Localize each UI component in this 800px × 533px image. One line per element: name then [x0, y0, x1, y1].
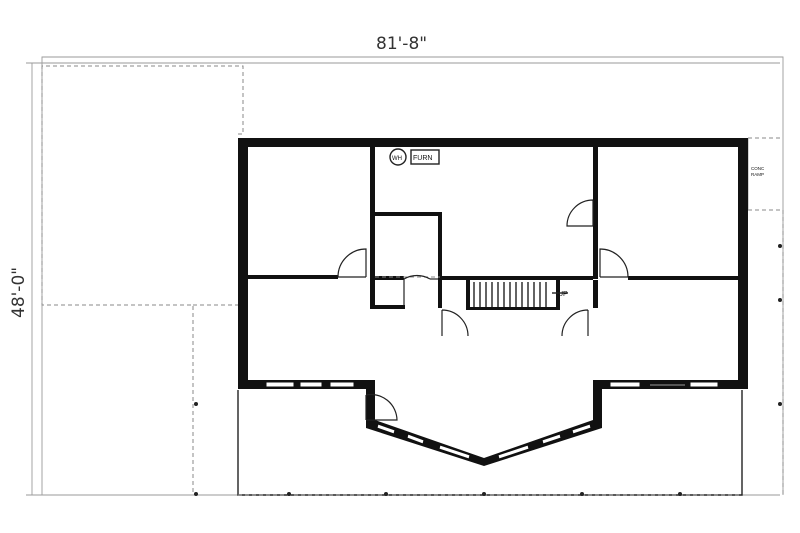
water-heater-icon: [389, 148, 407, 166]
doors: [337, 199, 629, 421]
porch-outline: [237, 390, 743, 496]
overall-depth-label: 48'-0": [9, 267, 29, 318]
staircase: [473, 282, 568, 307]
interior-walls: [248, 147, 738, 310]
mechanical: [389, 148, 440, 166]
overall-width-label: 81'-8": [376, 34, 427, 54]
ramp-outline: [747, 137, 784, 495]
front-windows: [265, 381, 719, 460]
conc-label: CONC: [751, 166, 765, 171]
stair-up-label: UP: [558, 291, 568, 298]
porch-posts: [194, 244, 782, 496]
water-heater-label: WH: [392, 156, 402, 162]
furnace-label: FURN: [413, 155, 432, 162]
exterior-walls: [238, 138, 748, 466]
garage-outline: [41, 65, 244, 495]
conc-label-2: RAMP: [751, 172, 764, 177]
furnace-icon: [410, 149, 440, 165]
